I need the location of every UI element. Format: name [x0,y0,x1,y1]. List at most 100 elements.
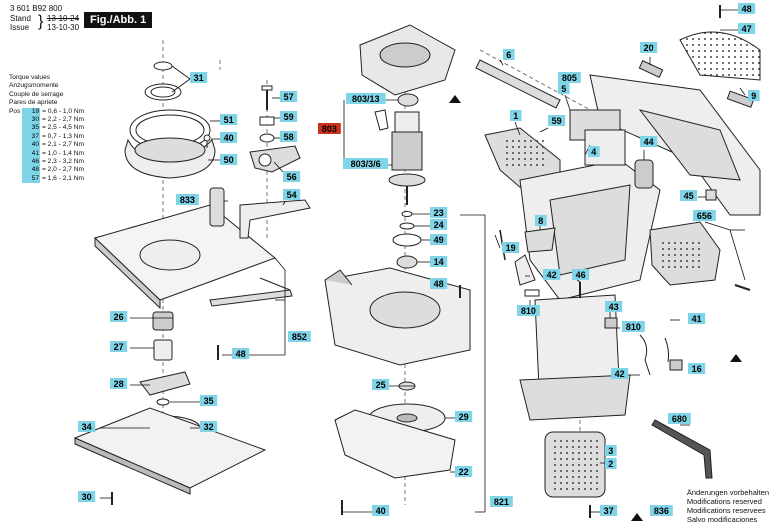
label-background [748,90,760,101]
label-background [517,305,540,316]
part-label-22: 22 [455,466,473,477]
torque-pos: 57 [22,174,40,184]
label-text: 803/13 [352,94,380,104]
torque-pos: 46 [22,158,40,167]
part-label-37: 37 [600,505,618,516]
issue-date: 13-10-30 [47,23,80,32]
label-background [200,395,218,406]
label-text: 48 [742,4,752,14]
label-background [548,115,566,126]
label-text: 42 [615,369,625,379]
label-text: 19 [506,243,516,253]
label-text: 40 [224,133,234,143]
label-background [510,110,522,121]
label-text: 44 [644,137,654,147]
part-label-810a: 810 [517,305,540,316]
label-background [738,3,756,14]
document-number: 3 601 B92 800 [10,4,63,13]
torque-value: = 0,7 - 1,3 Nm [42,132,84,140]
part-label-26: 26 [110,311,128,322]
footer-line: Modifications reservees [686,506,766,515]
part-label-32: 32 [200,421,218,432]
label-background [110,311,128,322]
label-background [78,491,96,502]
label-background [430,256,448,267]
label-text: 43 [609,302,619,312]
footer-note: Änderungen vorbehalten Modifications res… [687,488,769,524]
label-text: 54 [287,190,297,200]
label-background [430,219,448,230]
torque-pos: 48 [22,166,40,175]
label-background [455,466,473,477]
part-label-821: 821 [490,496,513,507]
label-background [738,23,756,34]
label-text: 59 [284,112,294,122]
label-background [693,210,716,221]
right-parts [475,5,761,518]
label-text: 810 [521,306,536,316]
part-label-16: 16 [688,363,706,374]
part-label-50: 50 [220,154,238,165]
label-text: 35 [204,396,214,406]
torque-pos: 37 [22,132,40,142]
label-background [640,42,658,53]
label-background [200,421,218,432]
left-parts [73,61,311,505]
label-text: 31 [194,73,204,83]
label-text: 46 [576,270,586,280]
label-text: 26 [114,312,124,322]
label-background [640,136,658,147]
torque-pos: 19 [22,107,41,117]
label-text: 50 [224,155,234,165]
part-label-19: 19 [502,242,520,253]
ring-31-part [153,61,173,71]
part-label-30: 30 [78,491,96,502]
label-text: 14 [434,257,444,267]
label-text: 41 [692,314,702,324]
part-label-836: 836 [650,505,673,516]
part-label-4: 4 [588,146,600,157]
label-background [650,505,673,516]
label-text: 48 [434,279,444,289]
label-background [502,242,520,253]
part-label-45: 45 [680,190,698,201]
label-text: 833 [180,195,195,205]
part-label-42a: 42 [543,269,561,280]
footer-line: Salvo modificaciones [686,515,758,524]
label-text: 37 [604,506,614,516]
label-background [372,505,390,516]
torque-title: Pares de apriete [9,99,58,107]
torque-title: Torque values [9,74,51,81]
part-label-3: 3 [605,445,617,456]
part-label-2: 2 [605,458,617,469]
part-label-48c: 48 [738,3,756,14]
part-label-14: 14 [430,256,448,267]
label-text: 29 [459,412,469,422]
triangle-icon [449,95,461,103]
label-background [176,194,199,205]
part-label-48b: 48 [430,278,448,289]
part-label-35: 35 [200,395,218,406]
part-label-656: 656 [693,210,716,221]
part-label-49: 49 [430,234,448,245]
label-background [343,158,389,169]
part-label-42b: 42 [611,368,629,379]
part-label-40b: 40 [372,505,390,516]
label-text: 22 [459,467,469,477]
part-label-27: 27 [110,341,128,352]
label-text: 4 [591,147,596,157]
label-background [346,93,386,104]
triangle-markers [449,95,742,521]
part-label-56: 56 [283,171,301,182]
label-background [558,72,581,83]
label-background [220,114,238,125]
torque-value: = 0,6 - 1,0 Nm [42,107,85,115]
label-text: 34 [82,422,92,432]
label-background [688,363,706,374]
label-background [283,189,301,200]
label-text: 5 [561,84,566,94]
label-text: 1 [513,111,518,121]
label-text: 3 [608,446,613,456]
